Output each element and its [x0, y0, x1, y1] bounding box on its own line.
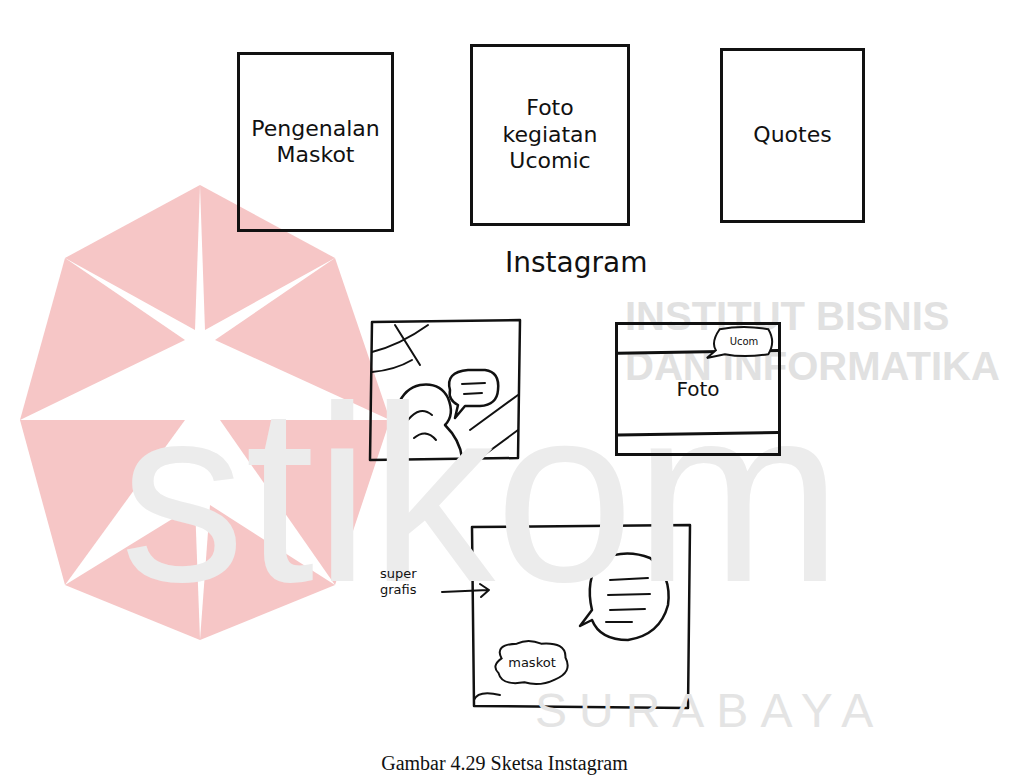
watermark-text: SURABAYA	[535, 682, 885, 740]
speech-bubble: Ucom	[712, 326, 776, 358]
watermark-text: INSTITUT BISNIS	[625, 292, 949, 340]
node-text: Pengenalan Maskot	[250, 116, 381, 169]
sketch-stroke	[474, 693, 500, 700]
figure-caption: Gambar 4.29 Sketsa Instagram	[0, 752, 1009, 775]
mascot-cloud: maskot	[494, 640, 570, 686]
sketch-box: Pengenalan Maskot	[237, 52, 394, 232]
node-text: Foto	[676, 377, 719, 401]
node-text: Quotes	[753, 122, 831, 148]
annotation-label: super grafis	[380, 566, 436, 597]
platform-label: Instagram	[505, 246, 647, 280]
illustration-lines	[372, 325, 428, 372]
node-text: Ucom	[730, 336, 759, 348]
node-text: Foto kegiatan Ucomic	[483, 95, 617, 174]
sketch-box: Foto Ucom	[615, 322, 781, 456]
sketch-box: Foto kegiatan Ucomic	[470, 44, 630, 226]
outline-path	[495, 641, 567, 684]
sketch-box: Quotes	[720, 48, 865, 223]
watermark-text: stikom	[120, 370, 842, 620]
node-text: maskot	[508, 655, 556, 671]
